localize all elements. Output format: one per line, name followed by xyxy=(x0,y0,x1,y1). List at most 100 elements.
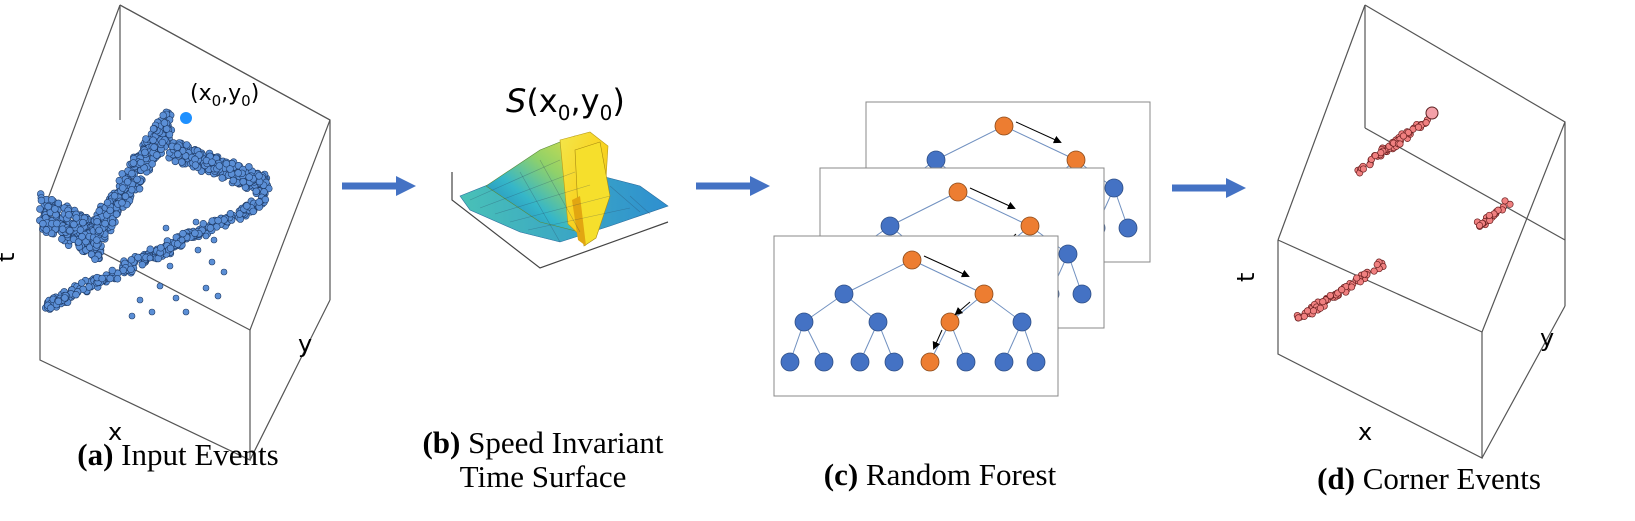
event-point xyxy=(70,220,78,229)
event-point xyxy=(115,176,124,185)
event-point xyxy=(182,308,190,316)
corner-event-point xyxy=(1348,283,1356,291)
cube-frame-a xyxy=(39,4,331,461)
tree-node xyxy=(1118,218,1138,238)
event-point xyxy=(214,216,222,225)
corner-event-point xyxy=(1326,291,1334,300)
event-point xyxy=(173,143,182,151)
event-point xyxy=(255,198,263,206)
tree-node xyxy=(884,352,904,372)
corner-event-point xyxy=(1353,274,1361,282)
corner-event-point xyxy=(1506,200,1514,208)
event-point xyxy=(106,274,114,283)
event-point xyxy=(95,207,103,215)
event-point xyxy=(42,226,51,234)
event-point xyxy=(261,195,270,204)
event-point xyxy=(140,164,148,172)
event-point xyxy=(47,229,56,238)
tree-node xyxy=(956,352,976,372)
tree-node xyxy=(868,312,888,332)
event-point xyxy=(123,178,132,186)
event-point xyxy=(215,162,224,170)
event-point xyxy=(229,176,238,185)
event-point xyxy=(128,169,136,178)
tree-card-front xyxy=(773,235,1059,397)
axis-x-label: x xyxy=(108,418,122,446)
event-point xyxy=(160,119,169,127)
event-point xyxy=(150,143,158,151)
event-point xyxy=(136,296,144,304)
tree-node xyxy=(1058,244,1078,264)
corner-event-point xyxy=(1476,221,1484,230)
caption-a: (a) Input Events xyxy=(77,437,279,472)
event-point xyxy=(77,279,86,287)
event-point xyxy=(118,199,126,207)
event-point xyxy=(208,258,216,266)
event-point xyxy=(191,161,200,169)
event-point xyxy=(108,219,117,227)
event-point xyxy=(179,229,187,238)
event-point xyxy=(141,148,149,157)
corner-event-point xyxy=(1304,307,1312,315)
panel-b: S(x0,y0) xyxy=(451,82,669,269)
tree-node xyxy=(1026,352,1046,372)
event-point xyxy=(222,160,231,168)
event-point xyxy=(95,226,103,235)
event-point xyxy=(127,265,135,273)
event-point xyxy=(53,219,61,228)
event-point xyxy=(226,165,234,173)
tree-node xyxy=(834,284,854,304)
corner-event-point xyxy=(1360,270,1369,278)
corner-event-point xyxy=(1338,286,1346,294)
tree-edge xyxy=(1003,125,1077,161)
tree-node-active xyxy=(948,182,968,202)
cube-frame-d xyxy=(1277,4,1566,459)
event-point xyxy=(93,236,101,244)
event-point xyxy=(137,159,145,167)
event-point xyxy=(206,224,215,232)
event-point xyxy=(129,159,138,167)
axis-t-label-d: t xyxy=(1232,273,1260,282)
event-point xyxy=(79,218,87,227)
tree-node xyxy=(926,150,946,170)
corner-event-point xyxy=(1359,165,1367,173)
event-point xyxy=(119,184,127,192)
caption-c: (c) Random Forest xyxy=(823,457,1057,492)
event-point xyxy=(157,244,165,252)
event-point xyxy=(91,255,99,263)
tree-node-active xyxy=(920,352,940,372)
axis-x-label-d: x xyxy=(1358,418,1372,446)
surface-axes xyxy=(451,172,669,269)
event-point xyxy=(142,135,150,143)
event-point xyxy=(239,178,247,186)
corner-event-point xyxy=(1485,211,1493,219)
event-point xyxy=(156,282,164,290)
decision-path-arrow xyxy=(1015,121,1062,144)
tree-node-active xyxy=(994,116,1014,136)
event-point xyxy=(183,141,191,149)
axis-y-label-d: y xyxy=(1540,324,1554,352)
event-point xyxy=(82,237,90,246)
corner-event-point xyxy=(1319,298,1327,306)
corner-event-point xyxy=(1404,128,1412,137)
event-point xyxy=(245,173,253,181)
event-point xyxy=(113,275,122,283)
event-point xyxy=(236,210,244,218)
corner-event-point xyxy=(1377,149,1385,157)
panel-c xyxy=(773,101,1151,397)
event-point xyxy=(218,174,226,182)
tree-edge xyxy=(935,125,1005,161)
event-point xyxy=(106,206,114,215)
event-point xyxy=(153,151,161,159)
tree-node xyxy=(814,352,834,372)
corner-event-point xyxy=(1371,152,1379,160)
event-point xyxy=(61,294,69,302)
event-point xyxy=(72,214,81,222)
tree-node xyxy=(1012,312,1032,332)
event-point xyxy=(112,210,121,218)
event-point xyxy=(65,211,73,219)
tree-node-active xyxy=(1020,216,1040,236)
event-point xyxy=(252,187,260,196)
tree-node xyxy=(850,352,870,372)
event-point xyxy=(121,192,130,201)
